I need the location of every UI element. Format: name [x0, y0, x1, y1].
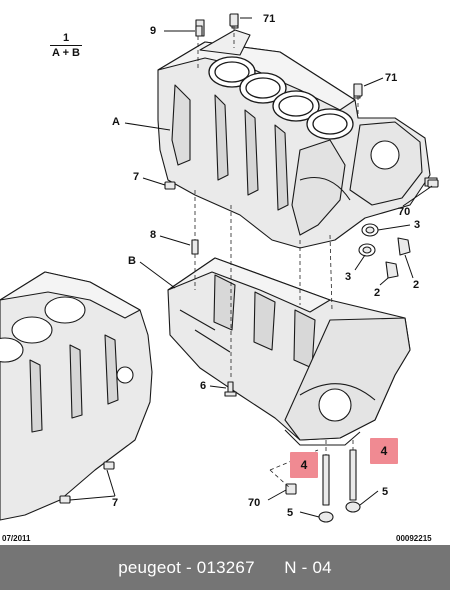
- callout-2-right: 2: [413, 279, 420, 291]
- callout-6: 6: [200, 380, 207, 392]
- callout-3-right: 3: [414, 219, 421, 231]
- callout-7-lower: 7: [112, 497, 119, 509]
- date-code: 07/2011: [2, 534, 31, 543]
- assembly-guide-lines: [194, 26, 359, 489]
- callout-70-upper: 70: [398, 206, 411, 218]
- callout-71-right: 71: [385, 72, 398, 84]
- callout-3-lower: 3: [345, 271, 352, 283]
- fasteners: [59, 13, 439, 523]
- footer-brand: peugeot: [118, 557, 182, 577]
- upper-cylinder-block-a: [157, 13, 438, 249]
- footer-part-number: 013267: [196, 557, 255, 577]
- footer-ref: N - 04: [284, 557, 332, 577]
- highlighted-callout-4-left: 4: [290, 452, 318, 478]
- leader-lines: [69, 17, 433, 518]
- lower-crankcase-b: [167, 257, 411, 446]
- footer-separator: -: [181, 557, 197, 577]
- callout-7-upper: 7: [133, 171, 140, 183]
- callout-5-left: 5: [287, 507, 294, 519]
- formula-denominator: A + B: [51, 47, 80, 59]
- callout-8: 8: [150, 229, 157, 241]
- adjacent-engine-block: [0, 271, 153, 521]
- assembly-formula: 1 A + B: [44, 32, 88, 59]
- footer-spacer: [255, 558, 285, 578]
- callout-2-lower: 2: [374, 287, 381, 299]
- formula-numerator: 1: [50, 32, 82, 46]
- callout-b: B: [128, 255, 136, 267]
- image-code: 00092215: [396, 534, 432, 543]
- callout-9: 9: [150, 25, 157, 37]
- callout-5-right: 5: [382, 486, 389, 498]
- exploded-engine-block-diagram: [0, 13, 439, 523]
- callout-a: A: [112, 116, 120, 128]
- part-footer-bar: peugeot - 013267 N - 04: [0, 545, 450, 590]
- callout-70-lower: 70: [248, 497, 261, 509]
- highlighted-callout-4-right: 4: [370, 438, 398, 464]
- cylinder-bores: [208, 56, 354, 140]
- callout-71-top: 71: [263, 13, 276, 25]
